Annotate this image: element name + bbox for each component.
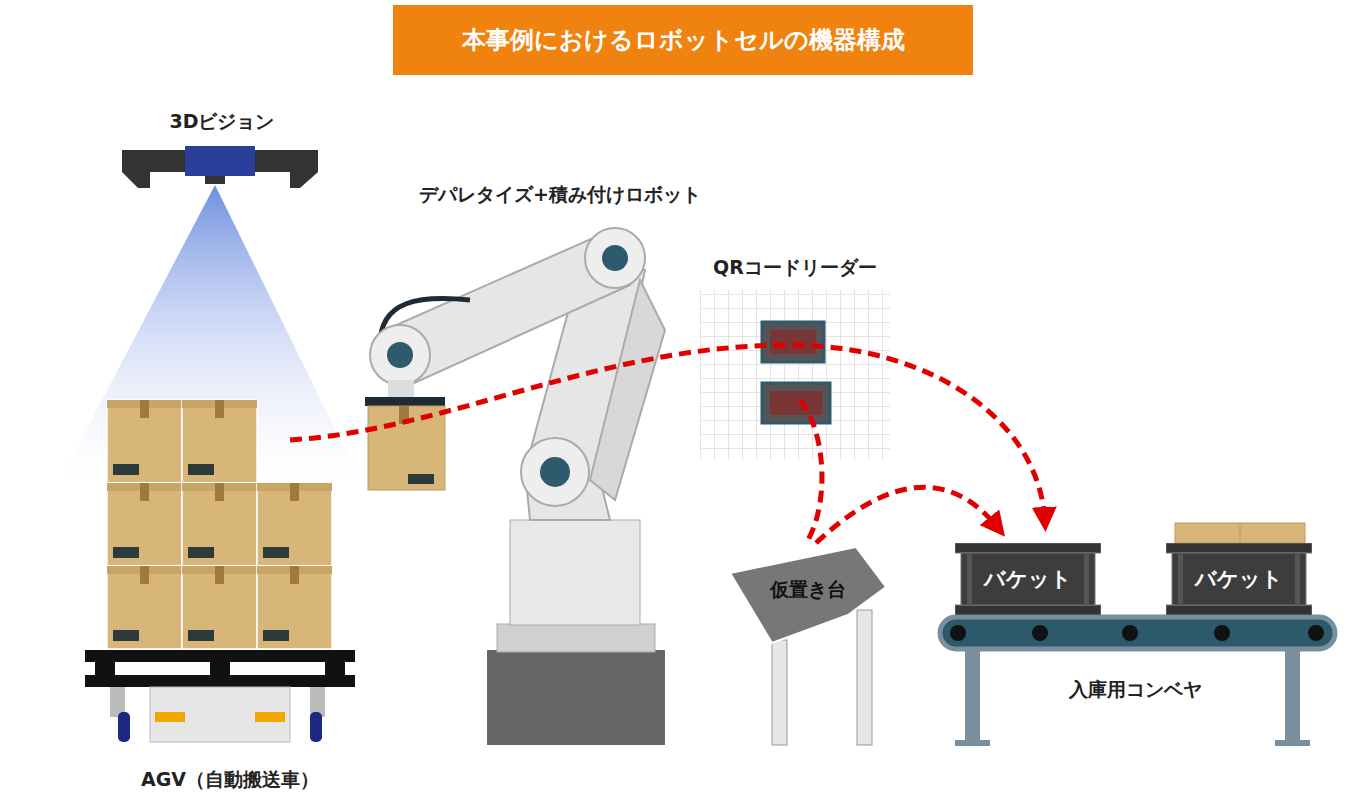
box-tape — [215, 400, 224, 418]
bucket: バケット — [955, 543, 1101, 615]
part-label: 3Dビジョン — [170, 109, 275, 135]
cardboard-box — [107, 483, 182, 566]
box-label — [188, 464, 214, 475]
flow-line — [290, 345, 1045, 522]
title-banner: 本事例におけるロボットセルの機器構成 — [393, 5, 973, 75]
part-label: AGV（自動搬送車） — [141, 767, 319, 793]
box-label — [113, 630, 139, 641]
box-tape — [140, 400, 149, 418]
box-tape — [290, 483, 299, 501]
agv — [85, 650, 355, 742]
node-text: バケット — [1195, 565, 1283, 593]
node-text: バケット — [984, 565, 1072, 593]
part-label: 入庫用コンベヤ — [1069, 677, 1202, 703]
box-label — [113, 464, 139, 475]
cardboard-box — [107, 566, 182, 649]
table-leg — [857, 610, 872, 745]
box-tape — [215, 566, 224, 584]
bucket: バケット — [1166, 543, 1312, 615]
box-label — [263, 630, 289, 641]
box-tape — [140, 566, 149, 584]
box-label — [113, 547, 139, 558]
conveyor — [940, 523, 1335, 746]
cardboard-box — [182, 400, 257, 483]
cardboard-box — [257, 566, 332, 649]
node-text: 仮置き台 — [770, 577, 846, 603]
temporary-table: 仮置き台 — [728, 545, 888, 645]
cardboard-box — [182, 566, 257, 649]
box-label — [188, 547, 214, 558]
robot-arm — [365, 228, 665, 745]
vision-camera — [122, 146, 318, 188]
cardboard-box — [182, 483, 257, 566]
flow-arrow — [816, 487, 999, 543]
box-tape — [140, 483, 149, 501]
cardboard-box — [257, 483, 332, 566]
flow-line — [800, 400, 822, 540]
cardboard-box — [107, 400, 182, 483]
qr-reader — [700, 290, 890, 460]
title-text: 本事例におけるロボットセルの機器構成 — [462, 24, 905, 56]
table-leg — [772, 640, 787, 745]
box-tape — [290, 566, 299, 584]
box-label — [263, 547, 289, 558]
part-label: デパレタイズ+積み付けロボット — [419, 182, 701, 208]
box-tape — [215, 483, 224, 501]
part-label: QRコードリーダー — [713, 255, 877, 281]
box-label — [188, 630, 214, 641]
